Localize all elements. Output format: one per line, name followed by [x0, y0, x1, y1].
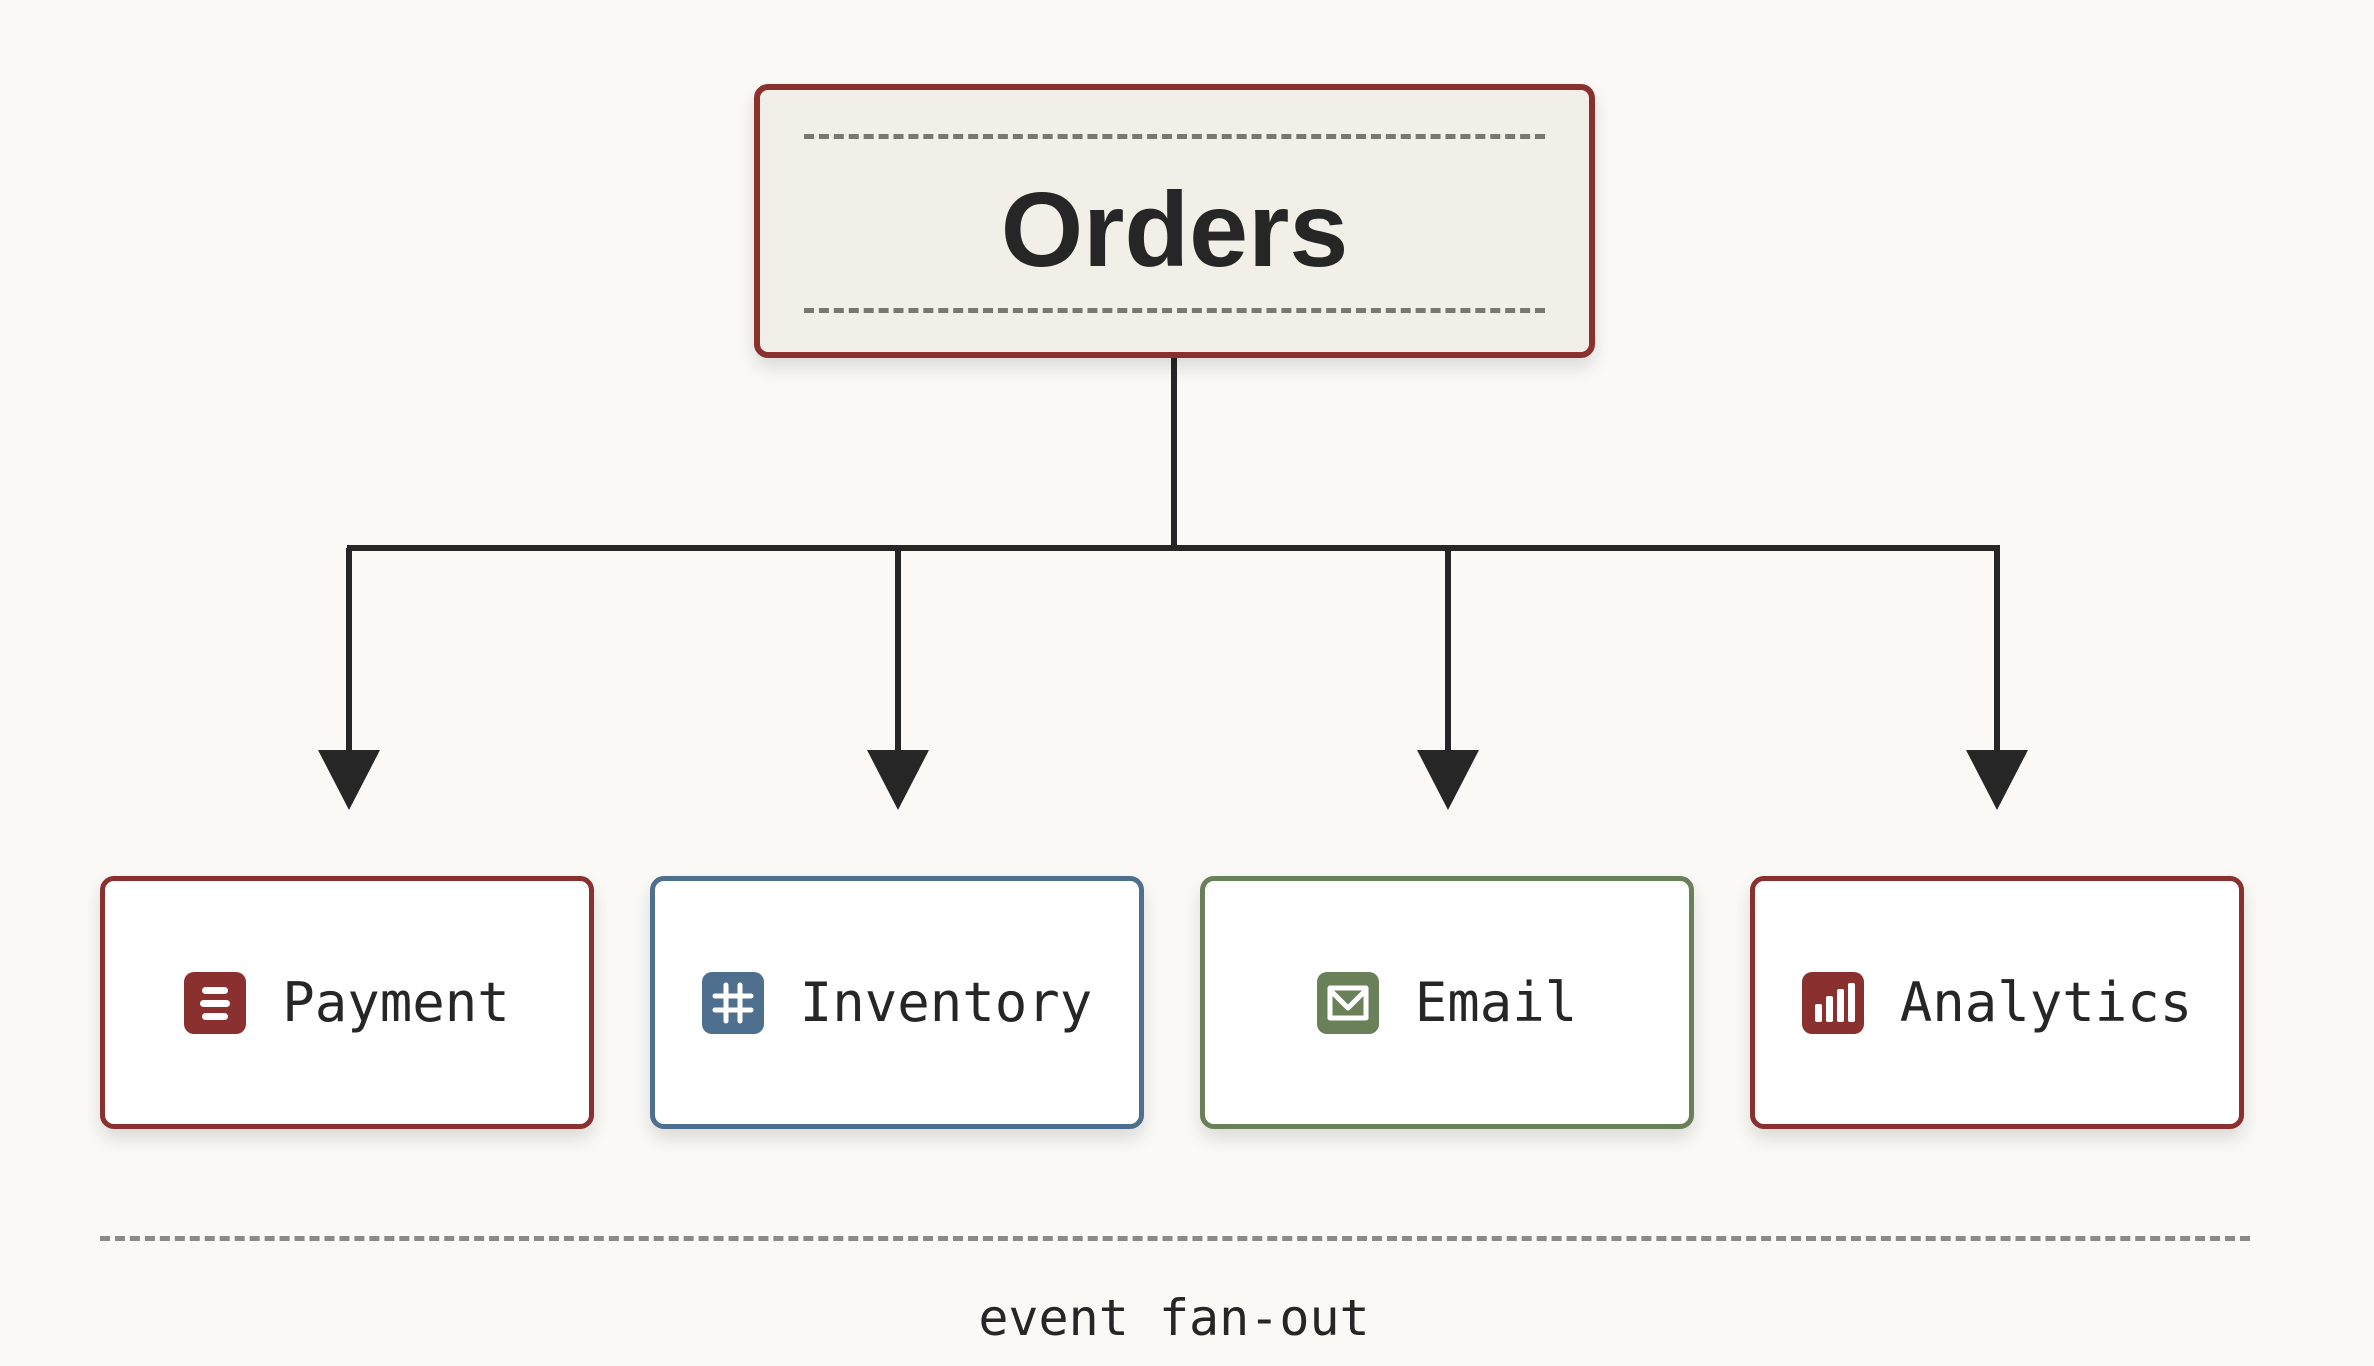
inventory-node-label: Inventory [799, 970, 1093, 1034]
payment-node-label: Payment [282, 970, 510, 1034]
hashtag-icon [701, 971, 764, 1034]
arrowhead-payment [318, 750, 380, 810]
envelope-icon [1316, 971, 1379, 1034]
orders-node[interactable]: Orders [754, 84, 1595, 358]
dashed-divider-top [804, 134, 1545, 139]
payment-node[interactable]: Payment [100, 876, 594, 1129]
dashed-divider-bottom [804, 308, 1545, 313]
footer-dashed-divider [100, 1236, 2250, 1241]
arrowhead-analytics [1966, 750, 2028, 810]
arrowhead-inventory [867, 750, 929, 810]
email-node[interactable]: Email [1200, 876, 1694, 1129]
analytics-node[interactable]: Analytics [1750, 876, 2244, 1129]
arrowhead-email [1417, 750, 1479, 810]
diagram-caption: event fan-out [978, 1289, 1370, 1347]
bar-chart-icon [1801, 971, 1864, 1034]
analytics-node-label: Analytics [1899, 970, 2193, 1034]
receipt-icon [184, 971, 247, 1034]
email-node-label: Email [1414, 970, 1578, 1034]
inventory-node[interactable]: Inventory [650, 876, 1144, 1129]
orders-node-label: Orders [1000, 171, 1349, 289]
